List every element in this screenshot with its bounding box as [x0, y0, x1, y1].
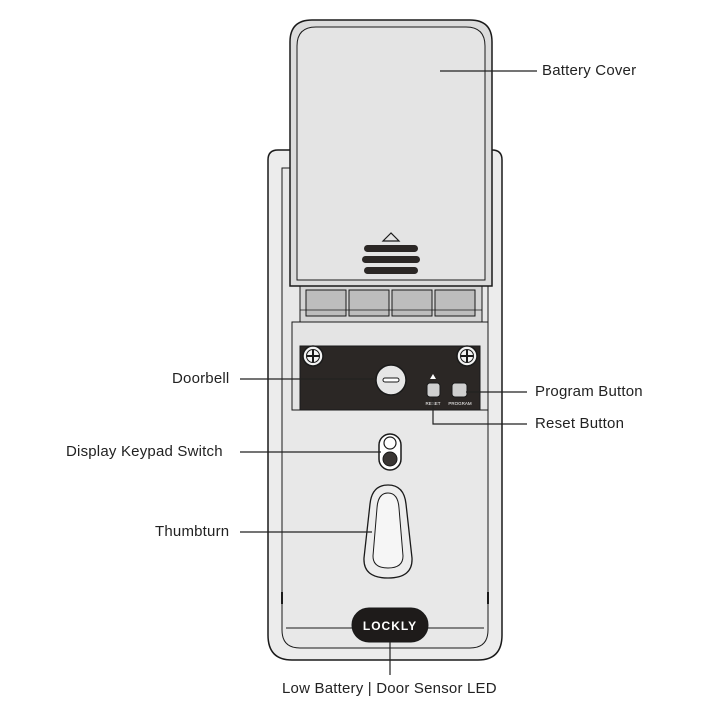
reset-button[interactable]	[426, 374, 441, 398]
grip-lines-icon	[362, 245, 420, 274]
up-arrow-icon	[381, 232, 401, 242]
right-screw-icon	[456, 345, 478, 367]
battery-cover[interactable]	[289, 19, 493, 287]
left-screw-icon	[302, 345, 324, 367]
doorbell-button[interactable]	[375, 364, 407, 396]
display-keypad-switch-label: Display Keypad Switch	[66, 443, 223, 460]
lockly-logo-text: LOCKLY	[363, 619, 417, 633]
display-keypad-switch[interactable]	[378, 433, 402, 471]
program-button-callout: Program Button	[535, 383, 643, 400]
reset-button-leader	[432, 397, 527, 425]
thumbturn[interactable]	[363, 484, 413, 579]
battery-slots	[299, 285, 483, 323]
leader-lines	[240, 70, 537, 675]
program-button[interactable]	[451, 382, 468, 398]
thumbturn-label: Thumbturn	[155, 523, 230, 540]
low-battery-led-label: Low Battery | Door Sensor LED	[282, 680, 497, 697]
doorbell-label: Doorbell	[172, 370, 230, 387]
reset-button-callout: Reset Button	[535, 415, 625, 432]
program-button-label: PROGRAM	[448, 401, 472, 406]
battery-cover-label: Battery Cover	[542, 62, 637, 79]
